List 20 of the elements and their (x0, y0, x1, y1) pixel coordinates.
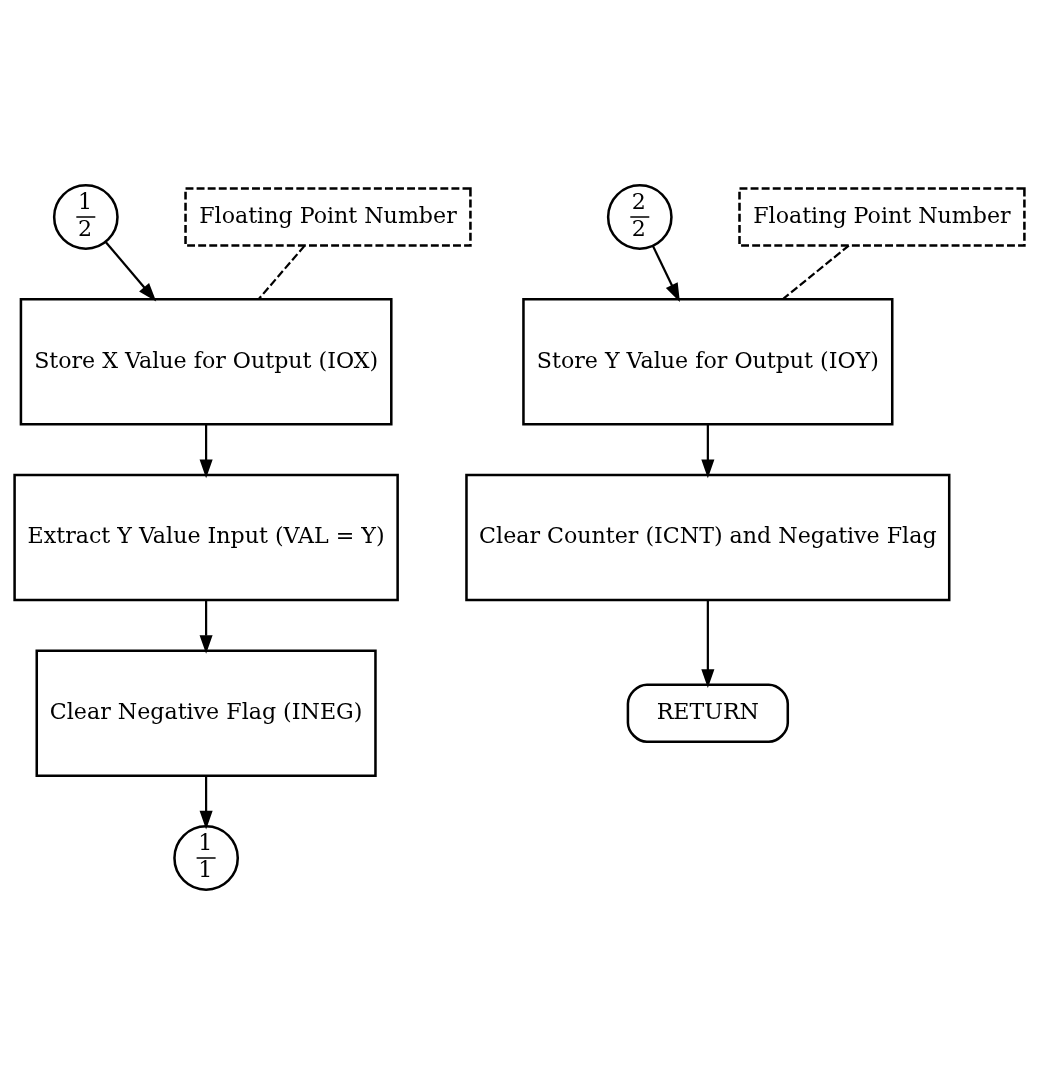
node-box: Clear Negative Flag (INEG) (35, 648, 377, 777)
node-box: RETURN (626, 682, 790, 743)
node-box: Store Y Value for Output (IOY) (522, 297, 894, 426)
arrow (199, 599, 213, 654)
connector (257, 244, 306, 300)
node-circle: 1 2 (52, 183, 119, 250)
node-box: Floating Point Number (184, 186, 472, 247)
arrow (651, 244, 680, 302)
arrow (199, 424, 213, 478)
arrow (701, 599, 715, 688)
arrow (701, 424, 715, 478)
node-box: Extract Y Value Input (VAL = Y) (13, 473, 399, 601)
node-box: Store X Value for Output (IOX) (19, 297, 393, 426)
connector (782, 244, 850, 300)
node-circle: 2 2 (606, 183, 673, 250)
node-box: Floating Point Number (738, 186, 1026, 247)
node-circle: 1 1 (173, 824, 240, 891)
node-box: Clear Counter (ICNT) and Negative Flag (465, 473, 951, 601)
arrow (104, 240, 157, 301)
arrow (199, 775, 213, 830)
